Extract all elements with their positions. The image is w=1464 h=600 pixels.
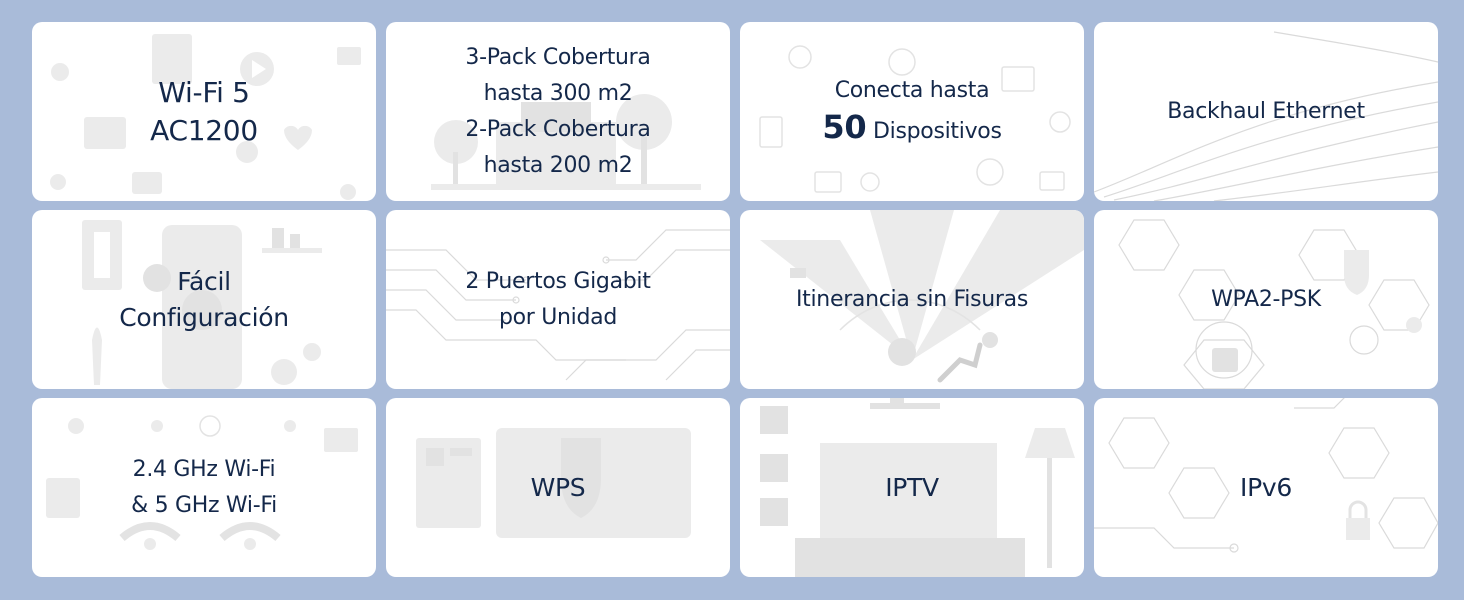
- device-icons-background: [759, 45, 1071, 193]
- feature-tile-ports: 2 Puertos Gigabit por Unidad: [386, 210, 730, 389]
- feature-tile-roaming: Itinerancia sin Fisuras: [740, 210, 1084, 389]
- roaming-illustration: [760, 210, 1084, 383]
- tile-text: WPS: [531, 470, 586, 506]
- roaming-label: Itinerancia sin Fisuras: [795, 286, 1029, 312]
- backhaul-label: Backhaul Ethernet: [1167, 98, 1365, 124]
- wifi-standard-label: Wi-Fi 5: [158, 75, 250, 109]
- network-lines-background: [1094, 398, 1438, 553]
- media-icons-background: [50, 34, 361, 200]
- ports-label-line2: por Unidad: [498, 304, 618, 330]
- tile-text: WPA2-PSK: [1211, 282, 1321, 318]
- feature-tile-devices: Conecta hasta 50 Dispositivos: [740, 22, 1084, 201]
- coverage-3pack-label: 3-Pack Cobertura: [465, 44, 651, 70]
- tile-text: Conecta hasta 50 Dispositivos: [822, 73, 1002, 150]
- coverage-2pack-area: hasta 200 m2: [483, 152, 633, 178]
- setup-label-line2: Configuración: [119, 302, 289, 332]
- feature-tile-security: WPA2-PSK: [1094, 210, 1438, 389]
- devices-suffix: Dispositivos: [873, 119, 1002, 144]
- tile-text: IPTV: [885, 470, 939, 506]
- bands-label-line1: 2.4 GHz Wi-Fi: [132, 456, 276, 482]
- tile-text: Fácil Configuración: [119, 264, 289, 336]
- tv-room-illustration: [760, 398, 1075, 577]
- tile-text: Itinerancia sin Fisuras: [796, 282, 1028, 318]
- wifi-icons-background: [46, 415, 358, 550]
- bands-label-line2: & 5 GHz Wi-Fi: [131, 492, 277, 518]
- phone-gear-illustration: [82, 220, 322, 389]
- feature-tile-backhaul: Backhaul Ethernet: [1094, 22, 1438, 201]
- tile-text: IPv6: [1240, 470, 1292, 506]
- ipv6-label: IPv6: [1240, 472, 1292, 502]
- tile-text: 2.4 GHz Wi-Fi & 5 GHz Wi-Fi: [131, 452, 277, 524]
- feature-tile-iptv: IPTV: [740, 398, 1084, 577]
- tile-text: 2 Puertos Gigabit por Unidad: [465, 264, 650, 336]
- router-shield-illustration: [416, 428, 691, 538]
- wifi-speed-label: AC1200: [150, 113, 258, 147]
- feature-tile-wifi5: Wi-Fi 5 AC1200: [32, 22, 376, 201]
- coverage-3pack-area: hasta 300 m2: [483, 80, 633, 106]
- feature-tile-bands: 2.4 GHz Wi-Fi & 5 GHz Wi-Fi: [32, 398, 376, 577]
- ports-label-line1: 2 Puertos Gigabit: [465, 268, 651, 294]
- feature-tile-coverage: 3-Pack Cobertura hasta 300 m2 2-Pack Cob…: [386, 22, 730, 201]
- tile-text: Wi-Fi 5 AC1200: [150, 74, 258, 150]
- devices-label: Conecta hasta: [834, 78, 990, 103]
- circuit-lines-background: [386, 229, 730, 381]
- wps-label: WPS: [530, 472, 586, 502]
- coverage-2pack-label: 2-Pack Cobertura: [465, 116, 651, 142]
- iptv-label: IPTV: [885, 472, 939, 502]
- feature-tile-setup: Fácil Configuración: [32, 210, 376, 389]
- feature-tile-wps: WPS: [386, 398, 730, 577]
- tile-text: Backhaul Ethernet: [1167, 94, 1365, 130]
- tile-text: 3-Pack Cobertura hasta 300 m2 2-Pack Cob…: [465, 40, 650, 184]
- setup-label-line1: Fácil: [177, 266, 231, 296]
- wave-dots-background: [1094, 31, 1438, 201]
- devices-count-line: 50 Dispositivos: [822, 108, 1002, 150]
- feature-tile-ipv6: IPv6: [1094, 398, 1438, 577]
- devices-count: 50: [822, 108, 867, 146]
- house-illustration: [431, 94, 701, 190]
- feature-grid: Wi-Fi 5 AC1200 3-Pack Cobertura hasta 30…: [32, 22, 1438, 578]
- security-label: WPA2-PSK: [1211, 286, 1321, 312]
- hexagon-security-background: [1118, 219, 1430, 389]
